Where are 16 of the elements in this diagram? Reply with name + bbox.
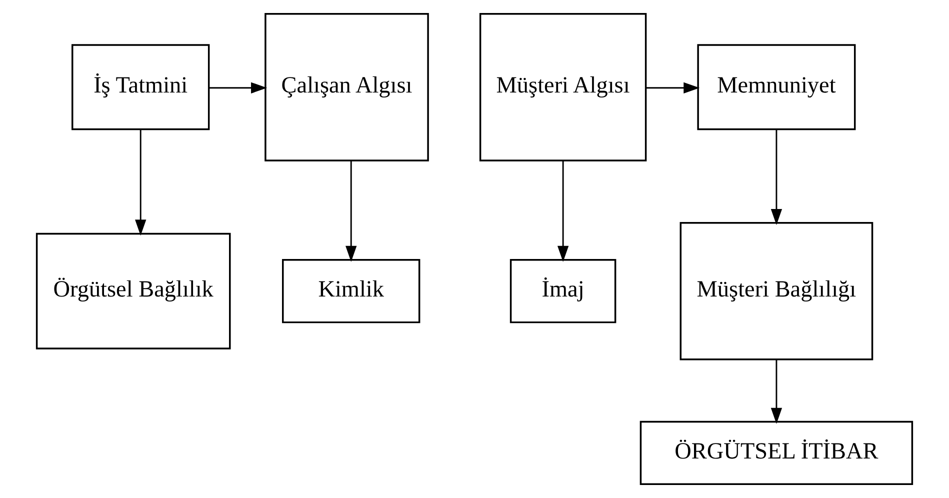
node-box: İş Tatmini (72, 44, 210, 130)
node-box: ÖRGÜTSEL İTİBAR (640, 420, 914, 486)
node-box: İmaj (510, 259, 616, 324)
arrow (770, 129, 782, 225)
arrow (346, 160, 357, 262)
node-box: Memnuniyet (697, 44, 856, 130)
node-box: Müşteri Algısı (479, 12, 647, 162)
arrow (209, 82, 267, 94)
arrow (770, 360, 782, 424)
arrow (646, 82, 700, 94)
node-box: Örgütsel Bağlılık (36, 232, 231, 350)
node-box: Kimlik (282, 259, 420, 324)
arrow (135, 129, 146, 236)
arrow (557, 160, 569, 262)
node-box: Çalışan Algısı (264, 12, 429, 162)
node-box: Müşteri Bağlılığı (680, 222, 874, 360)
